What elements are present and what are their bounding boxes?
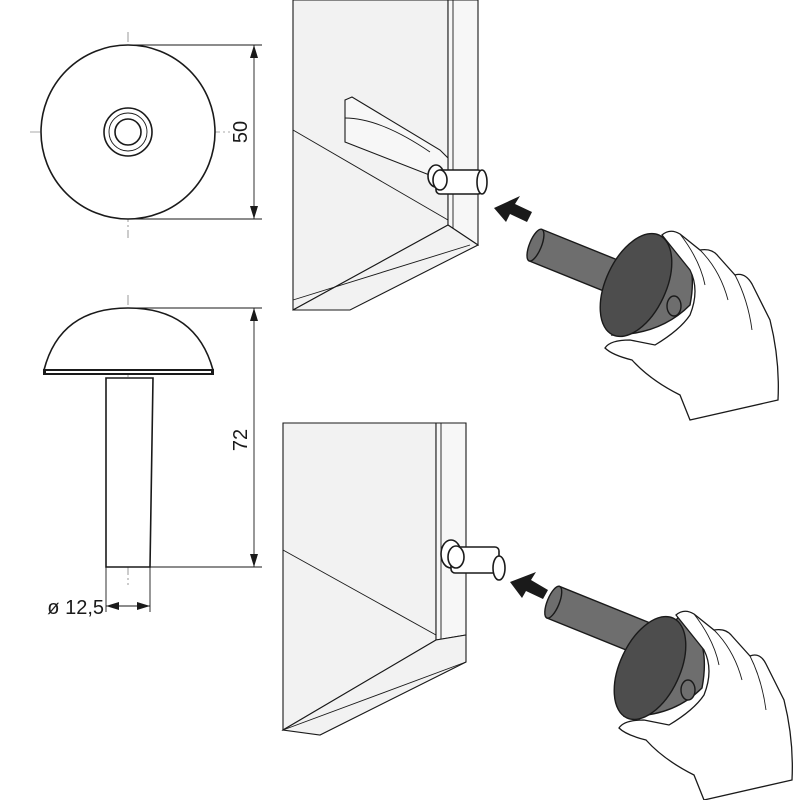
knob-hub-bore xyxy=(114,118,142,146)
top-view: 50 xyxy=(30,32,262,238)
push-arrow-icon xyxy=(510,572,548,599)
hand-1 xyxy=(604,230,779,421)
hand-2 xyxy=(618,610,793,800)
diameter-dimension-label: 50 xyxy=(230,121,252,143)
shaft-diameter-label: ø 12,5 xyxy=(47,597,104,619)
push-latch-housing xyxy=(344,96,449,179)
knob-shaft xyxy=(105,377,154,568)
push-arrow-icon xyxy=(494,196,532,222)
step-2-illustration xyxy=(281,422,793,800)
side-view: 72 ø 12,5 xyxy=(42,295,262,619)
knob-dome xyxy=(42,307,215,371)
height-dimension-label: 72 xyxy=(230,429,252,451)
step-1-illustration xyxy=(292,0,779,421)
